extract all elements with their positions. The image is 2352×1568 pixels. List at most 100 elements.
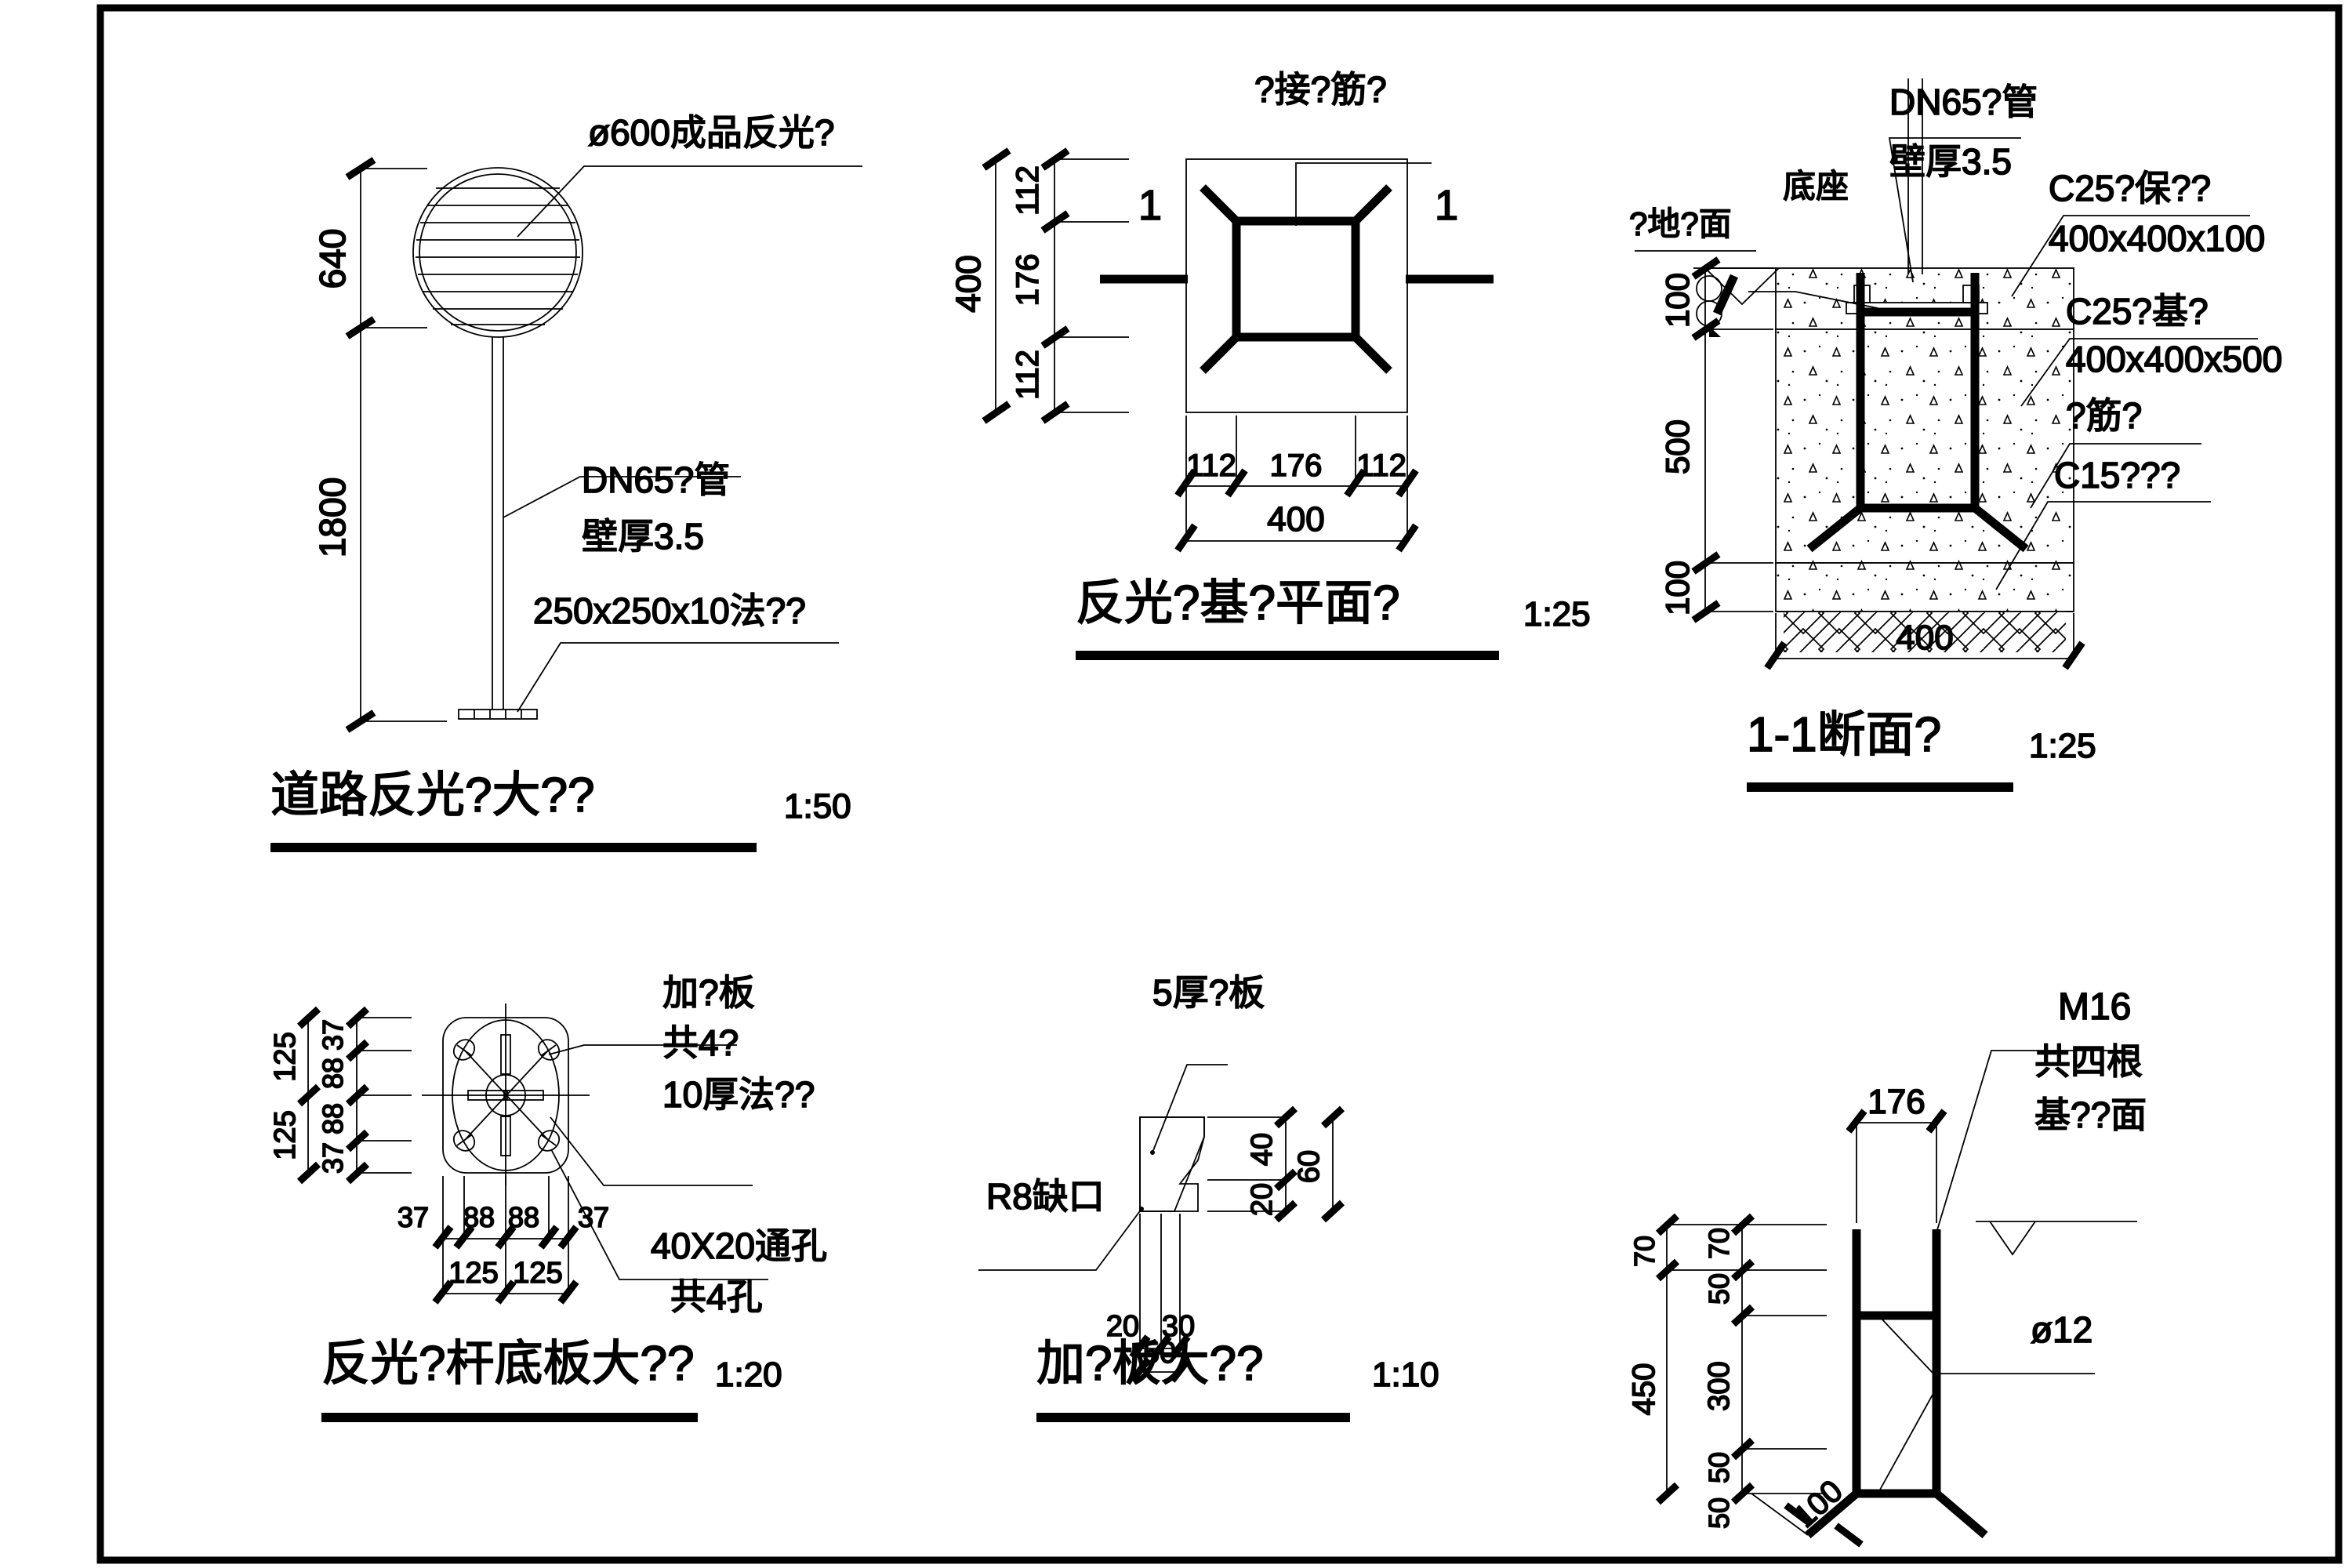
dimension-chain-section-vertical: 100 500 100	[1658, 256, 1773, 623]
label-sec-dn65: DN65?管	[1889, 82, 2038, 122]
base-surface-symbol	[1976, 1221, 2137, 1256]
label-ground: ?地?面	[1629, 205, 1732, 242]
dim-text-sec-400: 400	[1896, 619, 1953, 657]
leader-anchor-d12: ø12	[1879, 1308, 2095, 1374]
label-flange-thickness: 10厚法??	[662, 1074, 815, 1115]
view-gusset: 5厚?板 R8缺口 20 30 50	[978, 971, 1440, 1422]
dimension-chain-anchor: 70 50 300 50 50 70 450	[1626, 1213, 1827, 1530]
leader-mirror-label: ø600成品反光?	[517, 111, 862, 238]
view-base-plate: 37 88 88 37 125 125 37 88	[268, 971, 828, 1422]
leader-dn65: DN65?管 壁厚3.5	[503, 459, 741, 557]
section-pipe	[1907, 78, 1923, 274]
label-plan-rebar: ?接?筋?	[1254, 69, 1387, 110]
dimension-chain-bp-vertical: 37 88 88 37 125 125	[268, 1006, 412, 1185]
title-underline-gusset	[1036, 1413, 1350, 1422]
leader-gusset-plate: 5厚?板	[1152, 971, 1265, 1153]
label-stiffener: 加?板	[662, 972, 755, 1013]
dim-text-plan-176b: 176	[1270, 448, 1323, 483]
leader-section-ground: ?地?面	[1628, 205, 1756, 252]
label-c25-protection: C25?保??	[2049, 168, 2211, 209]
sheet-border	[96, 4, 2343, 1564]
ground-level-symbol	[1696, 267, 1780, 337]
label-d12: ø12	[2031, 1309, 2092, 1350]
diagonal-tie	[1879, 1387, 1937, 1490]
dimension-gusset-horizontal: 20 30 50	[1105, 1214, 1196, 1383]
label-m16: M16	[2058, 986, 2131, 1028]
leader-bp-flange	[550, 1116, 753, 1186]
scale-elevation: 1:50	[784, 787, 851, 826]
dim-text-gus-50: 50	[1143, 1337, 1176, 1370]
scale-section: 1:25	[2029, 727, 2096, 765]
label-hole: 40X20通孔	[651, 1225, 827, 1266]
section-label-left: 1	[1138, 182, 1162, 229]
dim-text-bp-h88b: 88	[508, 1201, 539, 1233]
title-underline-section	[1747, 782, 2013, 792]
section-mark-right: 1	[1406, 181, 1494, 284]
pole-shaft	[458, 337, 538, 720]
scale-gusset: 1:10	[1372, 1356, 1439, 1394]
label-base: 底座	[1783, 168, 1849, 205]
title-underline-elevation	[270, 843, 757, 852]
dim-text-gus-v20: 20	[1246, 1183, 1279, 1216]
label-hole-qty: 共4孔	[670, 1276, 763, 1317]
concrete-protection-block	[1775, 267, 2074, 330]
dim-text-plan-112a: 112	[1011, 165, 1045, 216]
dim-text-bp-v37b: 37	[317, 1142, 349, 1174]
dim-text-bp-v125a: 125	[269, 1032, 302, 1081]
label-dn65: DN65?管	[582, 459, 730, 500]
label-stiffener-qty: 共4?	[662, 1022, 739, 1063]
label-foundation-dim: 400x400x500	[2066, 339, 2282, 379]
section-rebar-cage	[1806, 273, 2029, 553]
dimension-gusset-vertical: 40 20 60	[1207, 1105, 1345, 1223]
dim-text-bp-h37a: 37	[397, 1201, 429, 1233]
dim-text-ab-70b: 70	[1628, 1236, 1661, 1267]
leader-section-rebar: ?筋?	[2030, 394, 2201, 509]
leader-section-base: 底座	[1748, 167, 1878, 309]
dim-text-gus-v60: 60	[1293, 1150, 1326, 1183]
view-elevation: 640 1800 ø600成品反光? DN65?管 壁厚3.5 250x250x…	[270, 111, 862, 852]
dim-text-bp-h37b: 37	[578, 1201, 609, 1233]
dim-text-plan-112b: 112	[1011, 350, 1045, 400]
dim-text-gus-v40: 40	[1246, 1133, 1279, 1166]
dim-text-plan-400h: 400	[1267, 500, 1324, 539]
dim-text-sec-100a: 100	[1659, 273, 1696, 328]
soil-hatch	[1784, 612, 2066, 652]
leader-flange: 250x250x10法??	[517, 590, 839, 713]
dim-text-bp-h88a: 88	[463, 1201, 495, 1233]
view-section-1-1: 100 500 100 400 ?地?面 底座 DN65?管 壁厚3.5	[1628, 78, 2283, 792]
label-c15: C15???	[2054, 455, 2180, 495]
leader-section-foundation: C25?基? 400x400x500	[2020, 290, 2283, 407]
dim-text-plan-400v: 400	[949, 255, 988, 312]
leader-section-dn65: DN65?管 壁厚3.5	[1888, 81, 2038, 283]
section-mark-left: 1	[1100, 181, 1188, 284]
dim-text-ab-50c: 50	[1703, 1497, 1735, 1529]
dim-text-bp-v37a: 37	[317, 1019, 349, 1051]
dim-text-plan-112d: 112	[1356, 448, 1406, 483]
dim-text-plan-176a: 176	[1011, 254, 1045, 307]
concrete-foundation-block	[1775, 328, 2074, 564]
dim-text-1800: 1800	[312, 477, 353, 557]
dim-text-ab-300: 300	[1703, 1361, 1736, 1410]
dimension-chain-vertical: 112 176 112 400	[949, 147, 1129, 424]
dim-text-gus-30: 30	[1162, 1310, 1195, 1343]
title-section: 1-1断面?	[1747, 708, 1941, 762]
dim-text-ab-50a: 50	[1703, 1273, 1735, 1305]
view-foundation-plan: 1 1 ?接?筋? 112 176 112	[949, 68, 1592, 660]
dim-text-ab-70a: 70	[1703, 1228, 1735, 1259]
label-wall-thickness: 壁厚3.5	[582, 516, 704, 557]
dim-text-bp-h125a: 125	[448, 1257, 498, 1290]
dim-text-gus-20: 20	[1106, 1310, 1139, 1343]
dimension-chain-bp-horizontal: 37 88 88 37 125 125	[397, 1176, 610, 1305]
title-underline-base-plate	[321, 1413, 698, 1422]
title-foundation-plan: 反光?基?平面?	[1076, 576, 1399, 630]
hole-leaders	[463, 1049, 550, 1142]
label-flange: 250x250x10法??	[533, 590, 806, 631]
leader-anchor-m16: M16 共四根 基??面	[1936, 985, 2147, 1233]
reflective-mirror-icon	[412, 167, 583, 338]
dim-text-sec-500: 500	[1659, 419, 1696, 474]
title-underline-foundation-plan	[1076, 651, 1499, 660]
leader-gusset-notch: R8缺口	[978, 1175, 1142, 1271]
dimension-section-400: 400	[1764, 613, 2085, 670]
